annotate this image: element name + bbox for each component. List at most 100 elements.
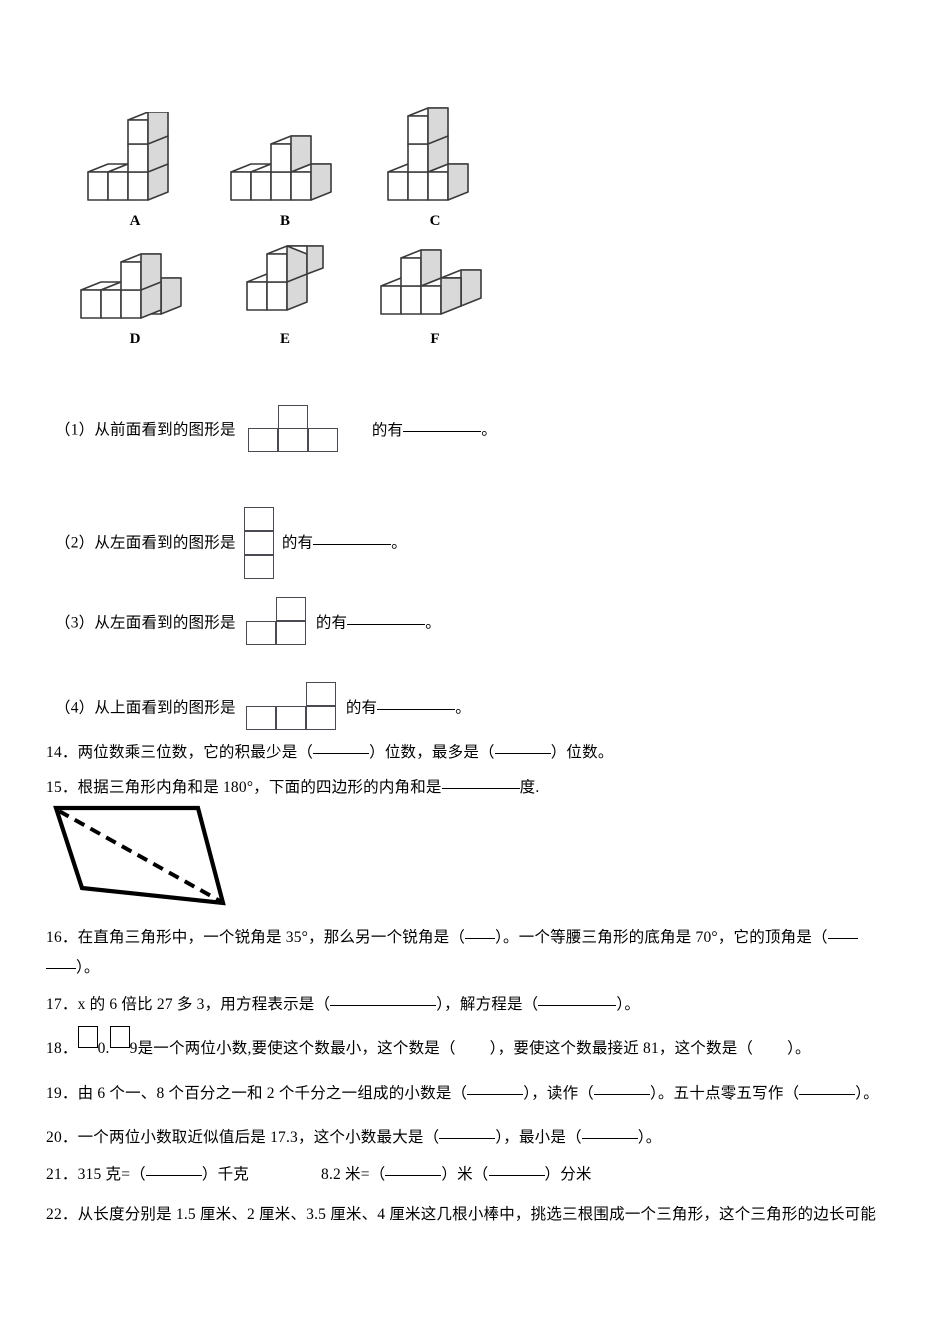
cube-figure-c: C xyxy=(360,100,510,230)
question-17-blank-1[interactable] xyxy=(330,1005,437,1006)
subquestion-3-tail: 。 xyxy=(425,614,441,632)
subquestion-2-prefix: （2） xyxy=(55,534,95,552)
subquestion-4-blank[interactable] xyxy=(377,708,456,710)
question-20-part-2: ），最小是（ xyxy=(495,1129,582,1146)
cube-figure-f: F xyxy=(360,246,510,348)
question-17-part-3: ）。 xyxy=(616,996,641,1013)
question-14-blank-1[interactable] xyxy=(313,753,370,754)
question-21-blank-1[interactable] xyxy=(145,1175,202,1176)
question-19-part-3: ）。五十点零五写作（ xyxy=(650,1085,800,1102)
subquestion-2-text-after: 的有 xyxy=(281,534,314,552)
question-16-part-3: ）。 xyxy=(76,959,100,976)
subquestion-2-blank[interactable] xyxy=(313,543,392,545)
question-21-blank-3[interactable] xyxy=(488,1175,545,1176)
question-17-blank-2[interactable] xyxy=(538,1005,617,1006)
question-17-number: 17． xyxy=(46,996,78,1013)
question-18-number: 18． xyxy=(46,1040,78,1057)
subquestion-1: （1）从前面看到的图形是 的有。 xyxy=(55,405,497,454)
question-19-blank-3[interactable] xyxy=(799,1094,856,1095)
subquestion-3-text: 从左面看到的图形是 xyxy=(94,614,236,632)
question-14-part-2: ）位数，最多是（ xyxy=(369,744,495,761)
cube-figure-c-drawing xyxy=(387,107,469,201)
question-20-blank-1[interactable] xyxy=(439,1138,496,1139)
subquestion-3-blank[interactable] xyxy=(347,623,426,625)
question-14-number: 14． xyxy=(46,744,78,761)
question-22: 22．从长度分别是 1.5 厘米、2 厘米、3.5 厘米、4 厘米这几根小棒中，… xyxy=(46,1202,876,1228)
subquestion-3-shape xyxy=(245,597,306,648)
subquestion-4-text-after: 的有 xyxy=(345,699,378,717)
question-15: 15．根据三角形内角和是 180°，下面的四边形的内角和是 度. xyxy=(46,775,539,801)
question-16-blank-1[interactable] xyxy=(465,938,496,939)
subquestion-4-prefix: （4） xyxy=(55,699,95,717)
cube-figure-b: B xyxy=(210,112,360,230)
cube-figure-e-drawing xyxy=(246,245,324,311)
question-21-part-4: ）米（ xyxy=(441,1166,489,1183)
question-17: 17．x 的 6 倍比 27 多 3，用方程表示是（ ），解方程是（ ）。 xyxy=(46,992,640,1018)
question-16-blank-2b[interactable] xyxy=(46,968,76,969)
question-18: 18． 0. 9是一个两位小数,要使这个数最小，这个数是（ ），要使这个数最接近 81… xyxy=(46,1026,811,1062)
question-14-part-1: 两位数乘三位数，它的积最少是（ xyxy=(77,744,314,761)
question-18-box-1[interactable] xyxy=(77,1026,98,1048)
question-16-line-1: 16．在直角三角形中，一个锐角是 35°，那么另一个锐角是（）。一个等腰三角形的… xyxy=(46,925,858,951)
question-19-blank-1[interactable] xyxy=(467,1094,524,1095)
cube-figure-c-label: C xyxy=(429,213,441,229)
question-19: 19．由 6 个一、8 个百分之一和 2 个千分之一组成的小数是（ ），读作（ ）。… xyxy=(46,1081,879,1107)
question-19-number: 19． xyxy=(46,1085,78,1102)
question-20-part-1: 一个两位小数取近似值后是 17.3，这个小数最大是（ xyxy=(77,1129,440,1146)
question-22-number: 22． xyxy=(46,1206,78,1223)
question-22-part-1: 从长度分别是 1.5 厘米、2 厘米、3.5 厘米、4 厘米这几根小棒中，挑选三… xyxy=(77,1206,877,1223)
subquestion-4-tail: 。 xyxy=(455,699,471,717)
question-16-number: 16． xyxy=(46,929,78,946)
cube-figure-e-label: E xyxy=(279,331,290,347)
question-18-part-1: 0. xyxy=(97,1040,110,1057)
cube-figure-d: D xyxy=(60,250,210,348)
question-14: 14．两位数乘三位数，它的积最少是（）位数，最多是（）位数。 xyxy=(46,740,614,766)
question-20-blank-2[interactable] xyxy=(581,1138,638,1139)
subquestion-1-tail: 。 xyxy=(481,421,497,439)
question-19-part-2: ），读作（ xyxy=(523,1085,595,1102)
cube-figure-f-drawing xyxy=(380,249,482,315)
question-19-part-1: 由 6 个一、8 个百分之一和 2 个千分之一组成的小数是（ xyxy=(77,1085,468,1102)
question-15-part-2: 度. xyxy=(519,779,540,796)
question-20-part-3: ）。 xyxy=(637,1129,662,1146)
question-20: 20．一个两位小数取近似值后是 17.3，这个小数最大是（），最小是（）。 xyxy=(46,1125,661,1151)
question-15-number: 15． xyxy=(46,779,78,796)
subquestion-2-shape xyxy=(243,507,274,580)
question-16-line-2: ）。 xyxy=(46,955,100,981)
question-21-blank-2[interactable] xyxy=(385,1175,442,1176)
question-15-blank[interactable] xyxy=(441,788,520,789)
subquestion-1-text: 从前面看到的图形是 xyxy=(94,421,236,439)
question-21-part-1: 315 克=（ xyxy=(77,1166,146,1183)
cube-figure-a-drawing xyxy=(87,112,169,201)
subquestion-1-blank[interactable] xyxy=(403,430,482,432)
cube-figure-d-drawing xyxy=(80,253,182,319)
subquestion-1-text-after: 的有 xyxy=(371,421,404,439)
question-16-part-2: ）。一个等腰三角形的底角是 70°，它的顶角是（ xyxy=(495,929,828,946)
subquestion-4-text: 从上面看到的图形是 xyxy=(94,699,236,717)
subquestion-4-shape xyxy=(245,682,336,733)
subquestion-3: （3）从左面看到的图形是 的有。 xyxy=(55,597,441,648)
question-14-blank-2[interactable] xyxy=(494,753,551,754)
question-19-blank-2[interactable] xyxy=(594,1094,651,1095)
subquestion-2-tail: 。 xyxy=(391,534,407,552)
question-18-box-2[interactable] xyxy=(109,1026,130,1048)
question-18-part-2: 9是一个两位小数,要使这个数最小，这个数是（ xyxy=(129,1040,456,1057)
cube-figure-b-drawing xyxy=(230,135,332,201)
cube-figure-e: E xyxy=(210,242,360,348)
quadrilateral-figure xyxy=(50,800,235,917)
cube-figures-row-1: A xyxy=(60,107,560,230)
cube-figure-a-label: A xyxy=(129,213,141,229)
question-21-part-3: 8.2 米=（ xyxy=(321,1166,386,1183)
subquestion-4: （4）从上面看到的图形是 的有 。 xyxy=(55,682,471,733)
question-17-part-1: x 的 6 倍比 27 多 3，用方程表示是（ xyxy=(77,996,331,1013)
question-21-part-5: ）分米 xyxy=(544,1166,592,1183)
question-16-blank-2a[interactable] xyxy=(827,938,858,939)
question-17-part-2: ），解方程是（ xyxy=(436,996,539,1013)
quadrilateral-drawing xyxy=(53,805,226,906)
question-15-part-1: 根据三角形内角和是 180°，下面的四边形的内角和是 xyxy=(77,779,442,796)
question-21-part-2: ）千克 xyxy=(201,1166,249,1183)
question-18-part-3: ），要使这个数最接近 81，这个数是（ xyxy=(489,1040,754,1057)
subquestion-3-text-after: 的有 xyxy=(315,614,348,632)
subquestion-2-text: 从左面看到的图形是 xyxy=(94,534,236,552)
